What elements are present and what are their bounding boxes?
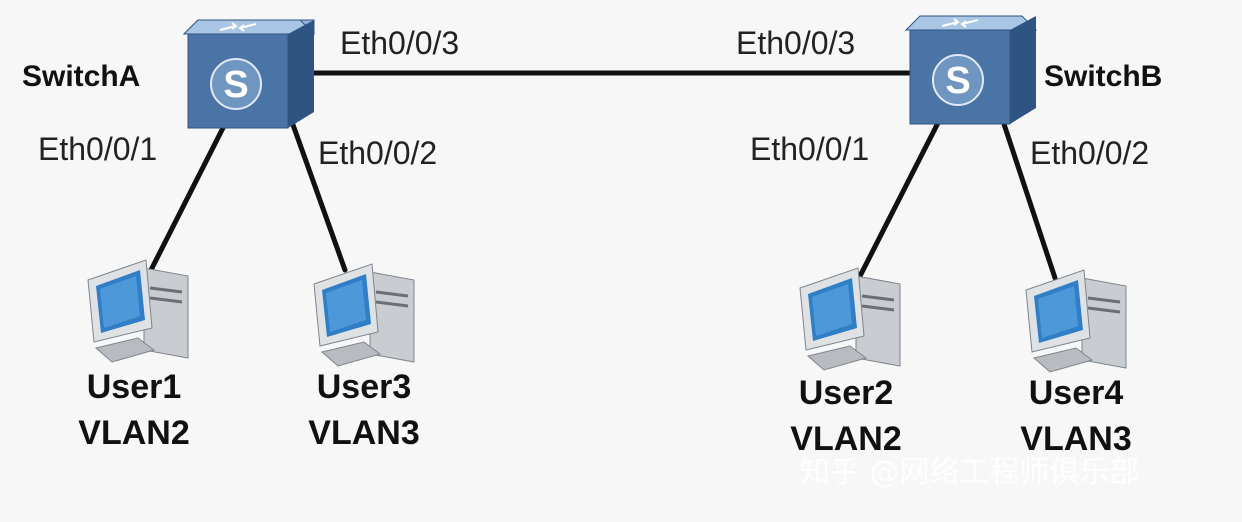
switch-symbol: S	[223, 64, 248, 106]
user1-computer	[87, 259, 189, 363]
computer-icon	[87, 259, 189, 363]
switch-symbol: S	[945, 60, 970, 102]
switch-icon: S	[904, 15, 1038, 125]
link-switchb-user4	[999, 115, 1058, 281]
switch-a-port-right: Eth0/0/2	[318, 135, 437, 171]
link-switcha-user3	[289, 119, 348, 273]
link-switcha-user1	[147, 115, 231, 275]
link-switchb-user2	[855, 112, 945, 283]
switch-a: S	[182, 19, 316, 129]
switch-b-port-right: Eth0/0/2	[1030, 135, 1149, 171]
user4-name: User4	[1029, 374, 1124, 412]
user2-computer	[799, 267, 901, 371]
switch-a-label: SwitchA	[22, 60, 140, 93]
switch-a-port-uplink: Eth0/0/3	[340, 25, 459, 61]
switch-b-port-left: Eth0/0/1	[750, 131, 869, 167]
user2-name: User2	[799, 374, 894, 412]
switch-b-port-uplink: Eth0/0/3	[736, 25, 855, 61]
switch-icon: S	[182, 19, 316, 129]
user4-computer	[1025, 269, 1127, 373]
user1-vlan: VLAN2	[78, 414, 189, 452]
switch-b-label: SwitchB	[1044, 60, 1162, 93]
computer-icon	[799, 267, 901, 371]
switch-a-port-left: Eth0/0/1	[38, 131, 157, 167]
computer-icon	[1025, 269, 1127, 373]
user4-vlan: VLAN3	[1020, 420, 1131, 458]
user1-name: User1	[87, 368, 182, 406]
watermark-text: 知乎 @网络工程师俱乐部	[800, 455, 1140, 490]
switch-b: S	[904, 15, 1038, 125]
links	[147, 70, 1058, 283]
user3-name: User3	[317, 368, 412, 406]
user3-computer	[313, 263, 415, 367]
user3-vlan: VLAN3	[308, 414, 419, 452]
computer-icon	[313, 263, 415, 367]
user2-vlan: VLAN2	[790, 420, 901, 458]
